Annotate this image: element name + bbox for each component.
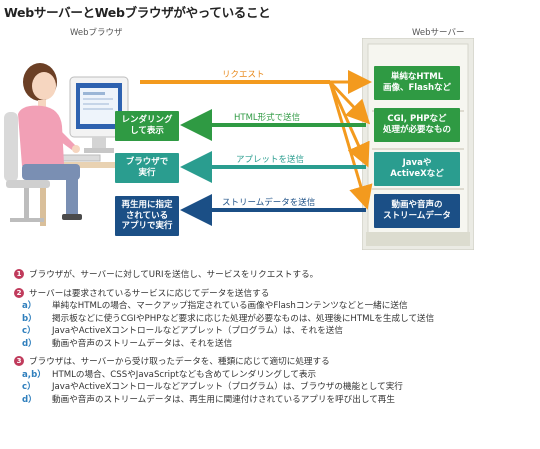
person-icon [18,63,82,220]
stream-label: ストリームデータを送信 [222,198,316,208]
request-fan-arrow-d [328,81,373,210]
note-2a: a）単純なHTMLの場合、マークアップ指定されている画像やFlashコンテンツな… [22,301,408,312]
monitor-icon [69,76,129,153]
note-2c: c）JavaやActiveXコントロールなどアプレット（プログラム）は、それを送… [22,326,343,337]
note-2: 2 サーバーは要求されているサービスに応じてデータを送信する [14,287,534,300]
note-1: 1 ブラウザが、サーバーに対してURIを送信し、サービスをリクエストする。 [14,268,534,281]
browser-execute-box: ブラウザで 実行 [115,153,179,183]
html-label: HTML形式で送信 [234,113,301,123]
request-fan-arrow-c [328,81,370,168]
render-display-box: レンダリング して表示 [115,111,179,141]
step-3-badge: 3 [14,356,24,367]
note-2b: b）掲示板などに使うCGIやPHPなど要求に応じた処理が必要なものは、処理後にH… [22,313,435,324]
note-3c: c）JavaやActiveXコントロールなどアプレット（プログラム）は、ブラウザ… [22,382,403,393]
stream-data-box: 動画や音声の ストリームデータ [374,194,460,228]
notes-section: 1 ブラウザが、サーバーに対してURIを送信し、サービスをリクエストする。 2 … [14,268,534,405]
arrows-layer [140,70,373,226]
server-label: Webサーバー [412,28,465,38]
java-activex-box: Javaや ActiveXなど [374,152,460,186]
browser-label: Webブラウザ [70,28,123,38]
step-2-badge: 2 [14,287,24,298]
step-1-badge: 1 [14,269,24,280]
external-app-box: 再生用に指定 されている アプリで実行 [115,196,179,236]
simple-html-box: 単純なHTML 画像、Flashなど [374,66,460,100]
note-3: 3 ブラウザは、サーバーから受け取ったデータを、種類に応じて適切に処理する [14,355,534,368]
note-2d: d）動画や音声のストリームデータは、それを送信 [22,338,233,349]
request-label: リクエスト [222,70,265,80]
note-3d: d）動画や音声のストリームデータは、再生用に関連付けされているアプリを呼び出して… [22,394,395,405]
chair-icon [4,112,50,222]
applet-label: アプレットを送信 [236,155,305,165]
user-at-computer-illustration [4,63,129,226]
request-fan-arrow-b [328,80,371,125]
note-3ab: a,b）HTMLの場合、CSSやJavaScriptなども含めてレンダリングして… [22,369,317,380]
page-title: WebサーバーとWebブラウザがやっていること [4,5,271,20]
cgi-php-box: CGI, PHPなど 処理が必要なもの [374,108,460,142]
